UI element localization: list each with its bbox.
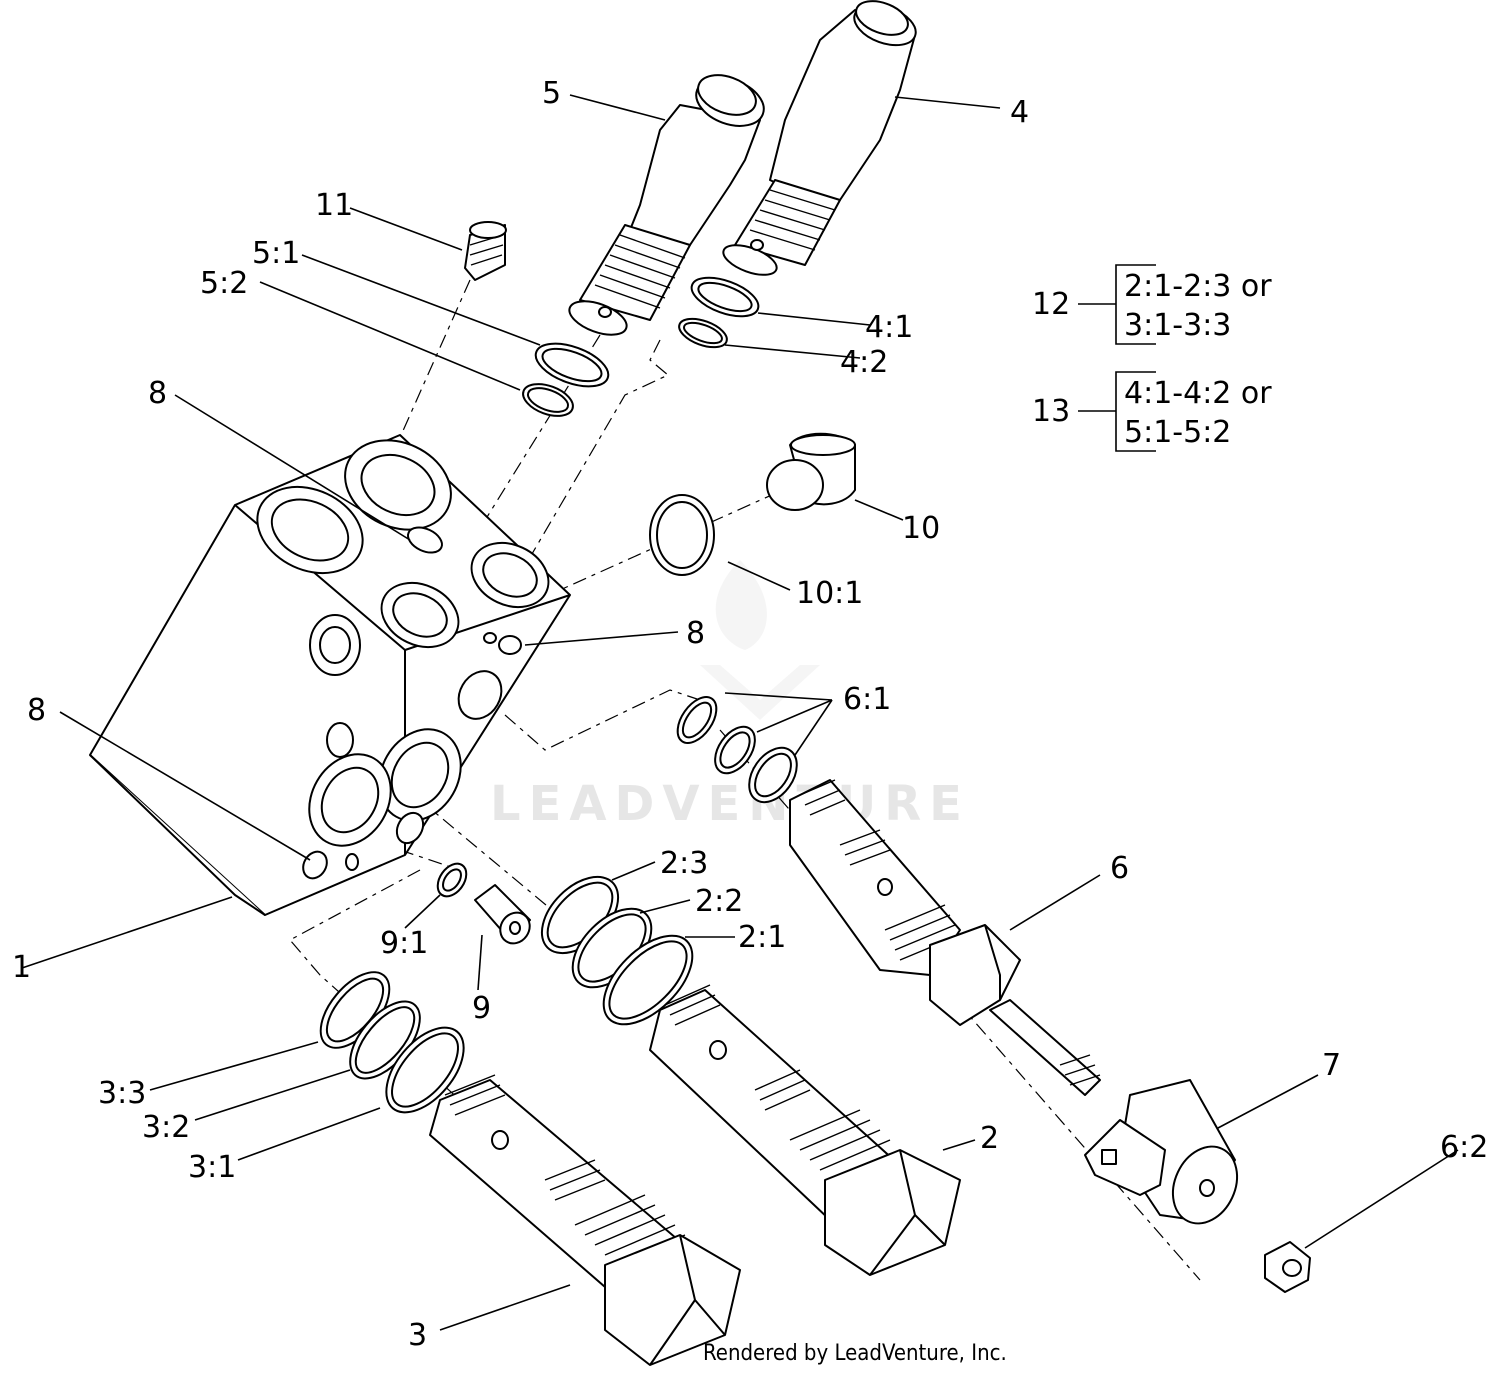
o-ring-9-1 xyxy=(436,862,468,898)
kit-12-line2: 3:1-3:3 xyxy=(1124,308,1231,343)
callout-2-3: 2:3 xyxy=(660,846,708,881)
kit-number-12: 12 xyxy=(1032,287,1070,322)
cartridge-valve-2 xyxy=(649,984,961,1276)
callout-10-1: 10:1 xyxy=(796,576,863,611)
orifice-9 xyxy=(474,884,531,945)
o-ring-5-1 xyxy=(534,342,610,388)
callout-2-2: 2:2 xyxy=(695,884,743,919)
leader-lines xyxy=(21,94,1459,1331)
valve-manifold-block xyxy=(89,434,571,916)
callout-6-2: 6:2 xyxy=(1440,1130,1488,1165)
o-ring-4-2 xyxy=(678,317,728,349)
o-ring-3-1 xyxy=(385,1026,465,1114)
callout-6-1: 6:1 xyxy=(843,682,891,717)
callout-labels: 1 2 3 4 5 6 7 8 8 8 9 10 11 2:1 2:2 2:3 … xyxy=(12,76,1488,1353)
watermark-logo xyxy=(700,560,820,720)
callout-6: 6 xyxy=(1110,851,1129,886)
adjustable-valve-6 xyxy=(789,779,1101,1096)
callout-3-1: 3:1 xyxy=(188,1150,236,1185)
callout-3-2: 3:2 xyxy=(142,1110,190,1145)
o-ring-4-1 xyxy=(690,276,760,318)
o-ring-5-2 xyxy=(522,383,574,417)
cartridge-valve-3 xyxy=(429,1074,741,1366)
callout-9: 9 xyxy=(472,991,491,1026)
callout-3: 3 xyxy=(408,1318,427,1353)
callout-8-top: 8 xyxy=(148,376,167,411)
callout-5: 5 xyxy=(542,76,561,111)
solenoid-coil-7 xyxy=(1084,1079,1239,1225)
callout-4-2: 4:2 xyxy=(840,345,888,380)
callout-9-1: 9:1 xyxy=(380,926,428,961)
callout-4: 4 xyxy=(1010,95,1029,130)
cartridge-valve-4 xyxy=(722,0,917,276)
kit-legend-12: 12 2:1-2:3 or 3:1-3:3 xyxy=(1032,264,1272,345)
plug-fitting-11 xyxy=(464,221,507,281)
o-ring-set-6-1 xyxy=(676,696,798,804)
callout-7: 7 xyxy=(1322,1048,1341,1083)
kit-legend-13: 13 4:1-4:2 or 5:1-5:2 xyxy=(1032,371,1272,452)
callout-2: 2 xyxy=(980,1121,999,1156)
kit-number-13: 13 xyxy=(1032,394,1070,429)
o-ring-10-1 xyxy=(649,494,715,576)
callout-4-1: 4:1 xyxy=(865,310,913,345)
callout-5-2: 5:2 xyxy=(200,266,248,301)
hex-nut-6-2 xyxy=(1264,1241,1311,1293)
callout-5-1: 5:1 xyxy=(252,236,300,271)
kit-12-line1: 2:1-2:3 or xyxy=(1124,269,1272,304)
callout-10: 10 xyxy=(902,511,940,546)
callout-8-left: 8 xyxy=(27,693,46,728)
callout-11: 11 xyxy=(315,188,353,223)
cap-plug-10 xyxy=(766,432,856,511)
footer-credit: Rendered by LeadVenture, Inc. xyxy=(703,1341,1007,1366)
callout-1: 1 xyxy=(12,950,31,985)
watermark-text: LEADVENTURE xyxy=(490,776,970,832)
cartridge-valve-5 xyxy=(568,74,765,336)
kit-13-line1: 4:1-4:2 or xyxy=(1124,376,1272,411)
callout-2-1: 2:1 xyxy=(738,920,786,955)
callout-8-right: 8 xyxy=(686,616,705,651)
o-ring-2-1 xyxy=(602,934,694,1026)
callout-3-3: 3:3 xyxy=(98,1076,146,1111)
kit-13-line2: 5:1-5:2 xyxy=(1124,415,1231,450)
